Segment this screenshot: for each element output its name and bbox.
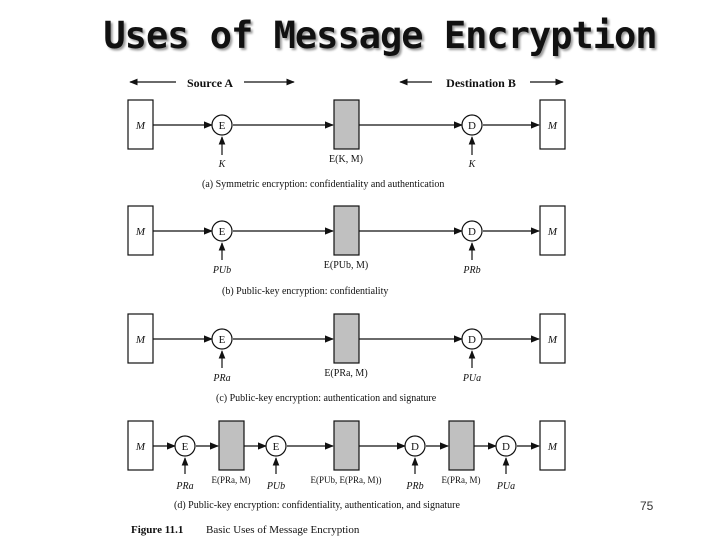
decrypt-node [461,328,483,350]
message-box-right [539,313,566,364]
slide-title: Uses of Message Encryption [103,14,657,57]
encrypt-label: E [219,226,226,238]
ciphertext-label: E(PRa, M) [324,368,367,379]
encrypt-label: E [219,334,226,346]
message-label-left: M [135,226,146,238]
figure-caption: Figure 11.1 Basic Uses of Message Encryp… [131,524,360,536]
decrypt-label: D [468,226,476,238]
encrypt-label-1: E [182,441,189,453]
message-box-right [539,205,566,256]
ciphertext-label: E(K, M) [329,154,363,165]
message-label-right: M [547,441,558,453]
panel-caption: (c) Public-key encryption: authenticatio… [216,393,437,404]
decrypt-label-1: D [411,441,419,453]
figure-number: Figure 11.1 [131,524,183,536]
decrypt-label: D [468,334,476,346]
source-marker: Source A [129,76,295,90]
message-label-right: M [547,226,558,238]
encrypt-node [211,220,233,242]
encrypt-node [211,328,233,350]
message-box-left [127,313,154,364]
message-label-left: M [135,441,146,453]
encrypt-label-2: E [273,441,280,453]
key-label-right: K [468,159,477,170]
decrypt-node [461,220,483,242]
ciphertext-block [333,99,360,150]
message-label-right: M [547,120,558,132]
key-label-2: PUb [266,481,285,492]
ciphertext-block-2 [333,420,360,471]
encrypt-node [211,114,233,136]
panel-authentication: M E D M PRa E(PRa, M) PUa (c) Public-key… [127,313,566,404]
decrypt-label: D [468,120,476,132]
panel-symmetric: M E D M K E(K, M) K (a) Symmetric encryp… [127,99,566,190]
panel-caption: (d) Public-key encryption: confidentiali… [174,500,460,511]
decrypt-node-1 [404,435,426,457]
message-box-left [127,205,154,256]
message-box-right [539,420,566,471]
key-label-right: PRb [462,265,480,276]
key-label-4: PUa [496,481,515,492]
panel-confidentiality: M E D M PUb E(PUb, M) PRb (b) Public-key… [127,205,566,297]
message-box-right [539,99,566,150]
message-label-left: M [135,334,146,346]
ciphertext-block [333,313,360,364]
figure-caption-text: Basic Uses of Message Encryption [206,524,360,536]
decrypt-label-2: D [502,441,510,453]
encrypt-node-1 [174,435,196,457]
key-label-right: PUa [462,373,481,384]
key-label-1: PRa [175,481,193,492]
source-label: Source A [187,76,233,90]
encrypt-node-2 [265,435,287,457]
panel-confidentiality-and-signature: M E E D D M E(PRa, M) E(PUb, E(PRa, M)) … [127,420,566,511]
destination-marker: Destination B [399,76,564,90]
key-label-3: PRb [405,481,423,492]
ciphertext-label: E(PUb, M) [324,260,368,271]
key-label-left: K [218,159,227,170]
key-label-left: PRa [212,373,230,384]
destination-label: Destination B [446,76,516,90]
ciphertext-block-1 [218,420,245,471]
ciphertext-block [333,205,360,256]
ciphertext-label-1: E(PRa, M) [212,475,251,485]
message-box-left [127,420,154,471]
page-number: 75 [640,499,654,513]
message-label-right: M [547,334,558,346]
ciphertext-label-3: E(PRa, M) [442,475,481,485]
ciphertext-block-3 [448,420,475,471]
decrypt-node [461,114,483,136]
panel-caption: (b) Public-key encryption: confidentiali… [222,286,388,297]
decrypt-node-2 [495,435,517,457]
key-label-left: PUb [212,265,231,276]
panel-caption: (a) Symmetric encryption: confidentialit… [202,179,444,190]
ciphertext-label-2: E(PUb, E(PRa, M)) [311,475,382,485]
encrypt-label: E [219,120,226,132]
message-label-left: M [135,120,146,132]
message-box-left [127,99,154,150]
